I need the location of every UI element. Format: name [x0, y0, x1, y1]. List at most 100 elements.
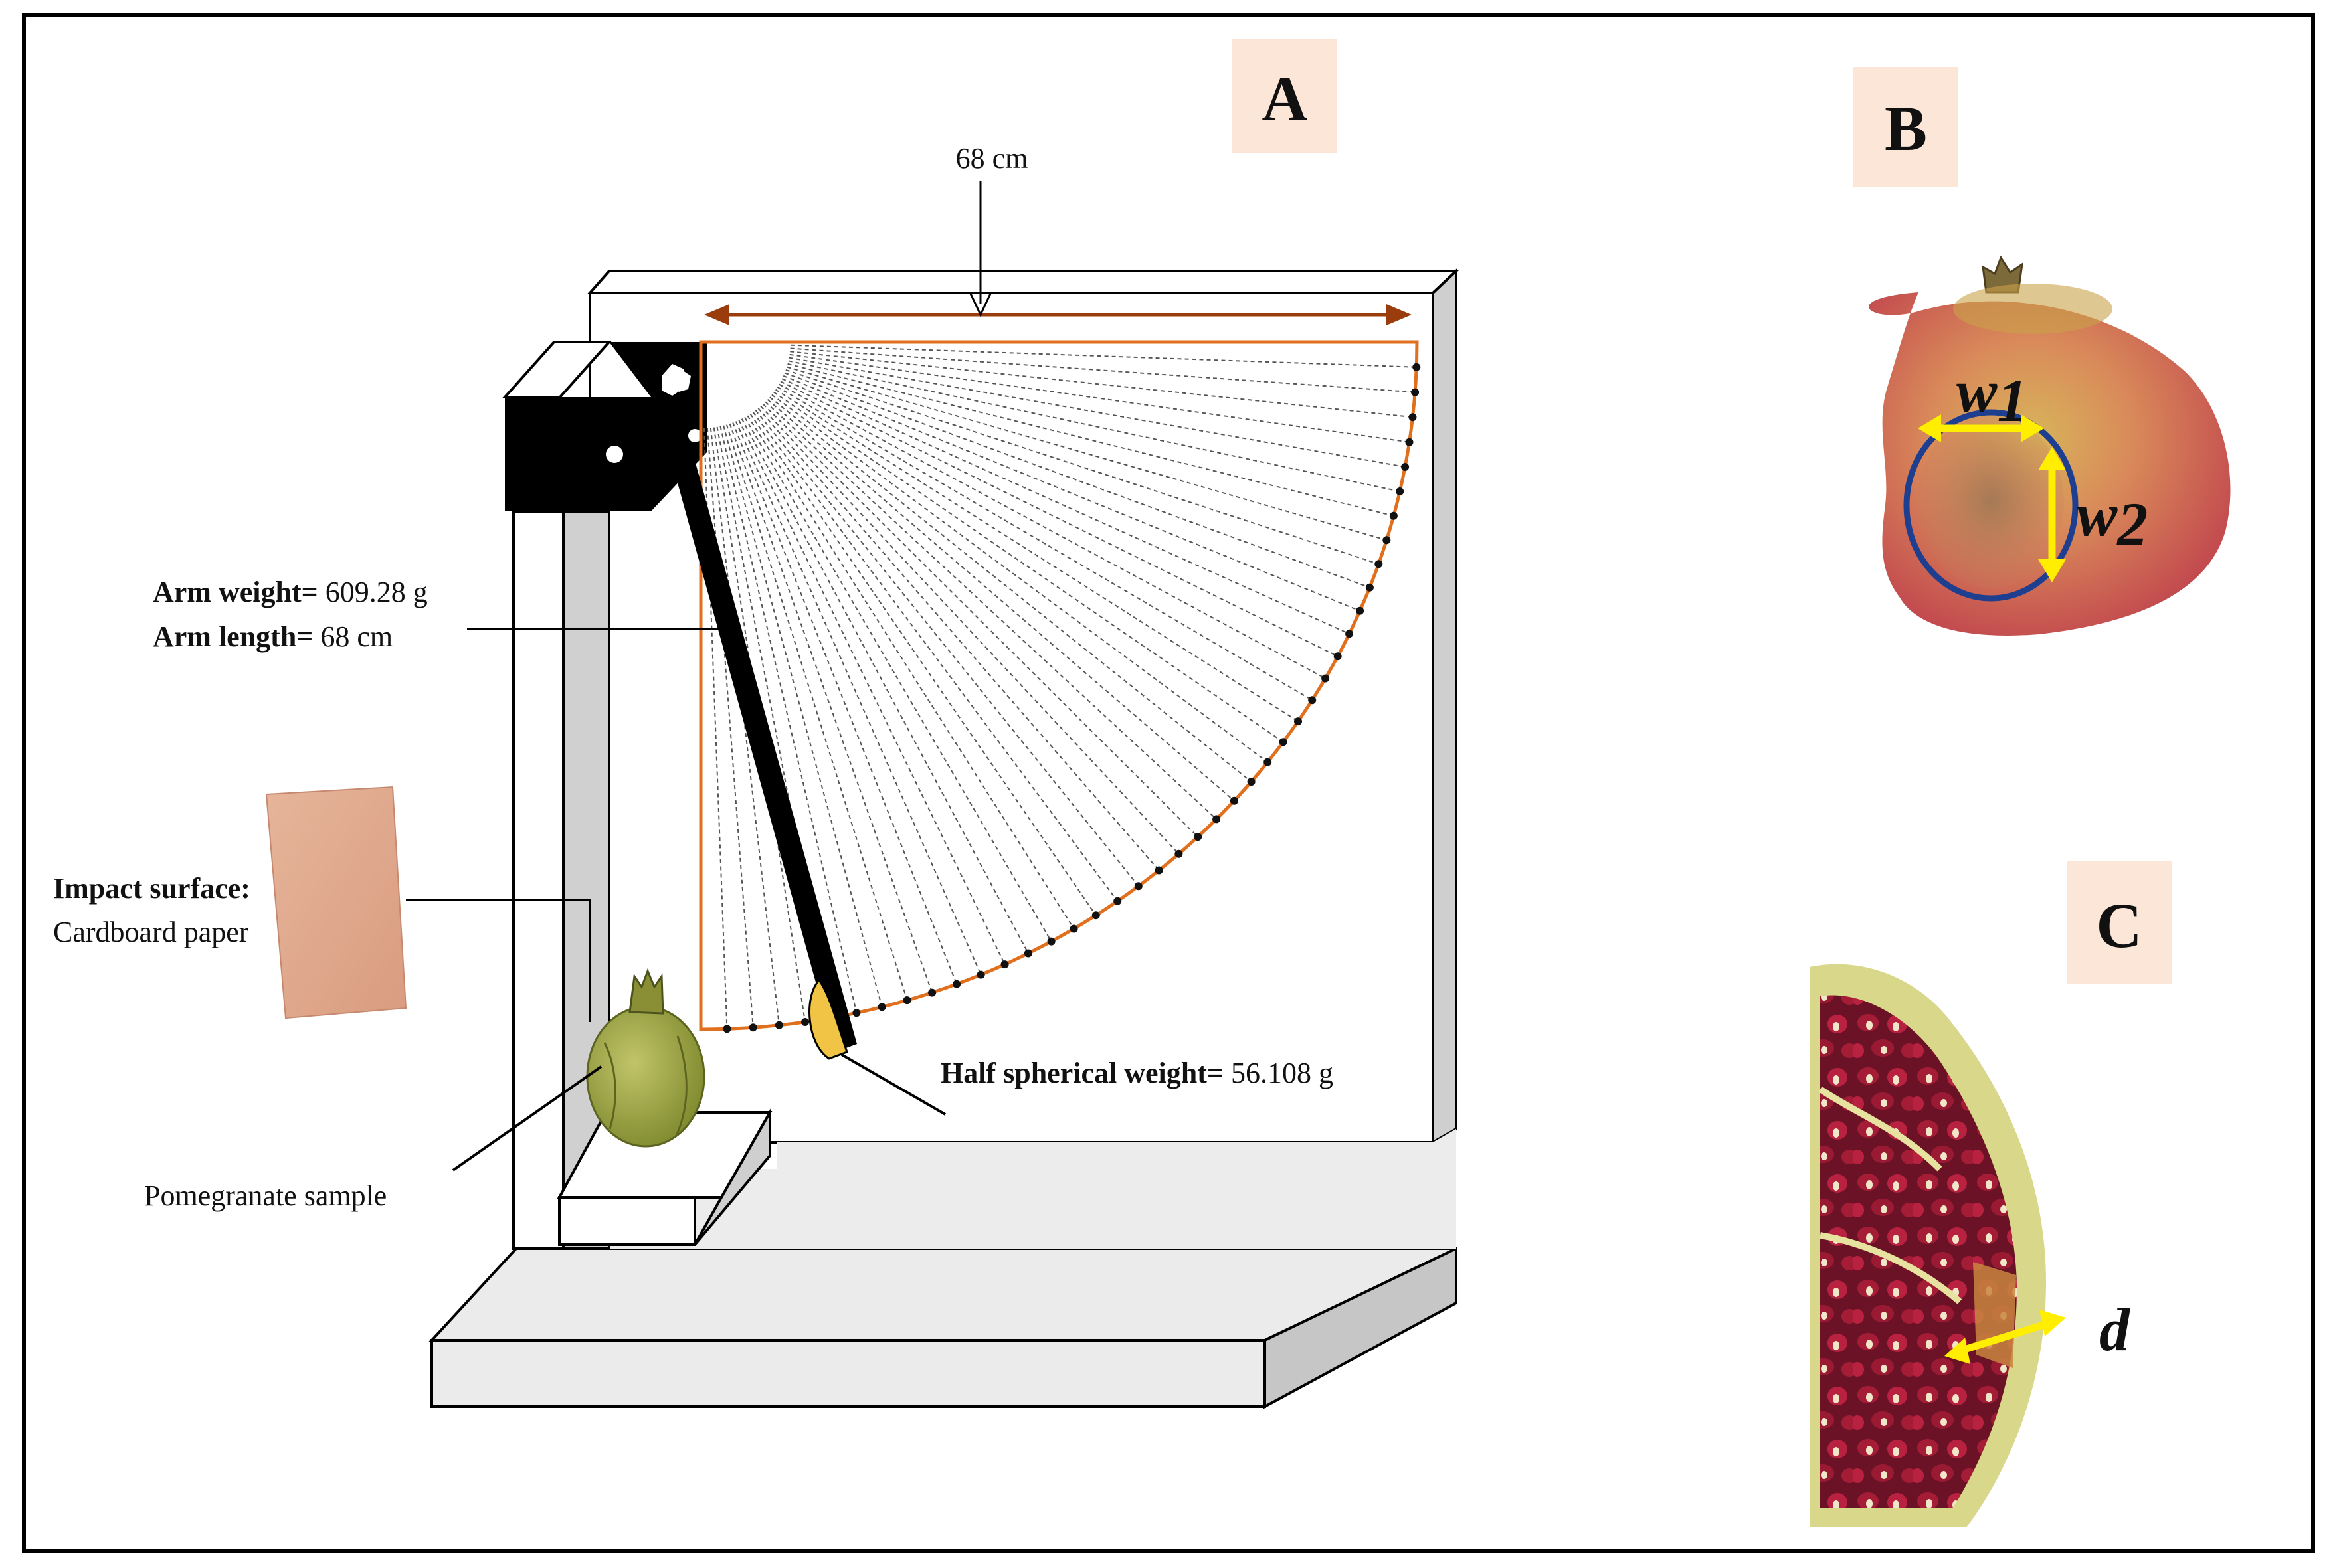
arc-ray — [788, 360, 1400, 492]
arc-ray — [775, 389, 1299, 722]
arc-tick-dot — [1294, 717, 1302, 726]
arc-tick-dot — [1333, 652, 1342, 661]
arc-tick-dot — [1356, 606, 1364, 615]
arc-ray — [747, 415, 1075, 930]
w1-measure-arrow — [1918, 414, 2044, 442]
arc-tick-dot — [1194, 833, 1202, 841]
arc-ray — [790, 351, 1413, 418]
panel-c-letter: C — [2096, 890, 2142, 961]
arc-tick-dot — [1365, 583, 1374, 592]
half-spherical-weight-label: Half spherical weight= 56.108 g — [941, 1057, 1333, 1089]
arc-ray — [783, 375, 1360, 612]
arc-ray — [709, 428, 780, 1025]
arc-tick-dot — [1374, 560, 1383, 568]
arc-tick-dot — [1155, 866, 1163, 875]
arc-ray — [735, 421, 982, 976]
pomegranate-sample — [586, 968, 705, 1148]
arc-tick-dot — [723, 1025, 731, 1033]
arc-tick-dot — [1382, 536, 1391, 545]
arc-outline — [699, 340, 1419, 1031]
panel-a-letter: A — [1262, 63, 1307, 134]
panel-b-letter: B — [1885, 93, 1927, 164]
bruise-lesion — [1918, 415, 2064, 588]
arc-ray — [773, 391, 1284, 743]
arc-tick-dot — [749, 1023, 757, 1032]
arc-rays — [703, 344, 1417, 1029]
arc-tick-dot — [1212, 815, 1221, 824]
arc-ray — [789, 357, 1406, 468]
arm-length-label: Arm length= 68 cm — [153, 620, 393, 653]
w1-label: w1 — [1956, 357, 2027, 434]
w2-measure-arrow — [2038, 447, 2066, 582]
arm-weight-name: Arm weight= — [153, 576, 318, 608]
sample-leader-line — [452, 1065, 603, 1172]
half-spherical-value: 56.108 g — [1224, 1057, 1333, 1089]
arc-tick-dot — [801, 1018, 809, 1026]
half-spherical-name: Half spherical weight= — [941, 1057, 1224, 1089]
arc-tick-dot — [1113, 897, 1122, 905]
panel-c-letter-box — [2067, 861, 2172, 984]
cardboard-swatch — [265, 786, 407, 1019]
half-sphere-leader-line — [841, 1053, 946, 1116]
arc-tick-dot — [1405, 438, 1414, 446]
span-dimension: 68 cm — [704, 142, 1412, 325]
arc-tick-dot — [953, 980, 961, 988]
arc-ray — [767, 399, 1235, 802]
panel-b-letter-box — [1853, 67, 1958, 187]
half-spherical-weight — [808, 978, 848, 1060]
arc-tick-dot — [878, 1003, 886, 1011]
arc-ray — [732, 422, 958, 985]
arc-tick-dot — [1247, 778, 1256, 786]
arc-tick-dot — [852, 1009, 861, 1017]
arc-ray — [781, 378, 1350, 635]
arc-ray — [787, 363, 1394, 517]
arc-ray — [723, 425, 883, 1007]
lesion-outline-ring — [1903, 409, 2079, 602]
arc-ray — [738, 420, 1006, 965]
arc-ray — [719, 426, 858, 1013]
arc-tick-dot — [1263, 758, 1272, 766]
panel-a-letter-box — [1232, 39, 1337, 153]
arm-weight-label: Arm weight= 609.28 g — [153, 576, 428, 608]
arc-tick-dot — [1174, 849, 1183, 858]
arc-tick-dot — [1024, 949, 1032, 958]
arc-tick-dot — [977, 970, 985, 979]
back-board — [587, 268, 1460, 1148]
cut-pomegranate-photo — [1810, 964, 2046, 1527]
impact-surface-name: Impact surface: — [53, 872, 250, 905]
arm-length-name: Arm length= — [153, 620, 313, 653]
arc-tick-dot — [1345, 630, 1354, 638]
d-label: d — [2099, 1296, 2131, 1363]
arc-tick-dot — [1321, 674, 1330, 683]
arc-ray — [771, 394, 1268, 763]
arc-tick-dot — [1000, 960, 1009, 969]
w2-base: w — [2077, 481, 2118, 549]
pomegranate-sample-label: Pomegranate sample — [144, 1179, 387, 1212]
panel-a: A — [53, 39, 1460, 1409]
arc-tick-dot — [1411, 388, 1420, 396]
arc-tick-dot — [903, 996, 911, 1005]
panel-b: B w1 w2 — [1853, 67, 2231, 636]
arc-ray — [749, 413, 1097, 916]
arc-ray — [790, 344, 1417, 368]
arc-tick-dot — [1047, 937, 1056, 946]
arc-tick-dot — [1396, 487, 1404, 495]
panel-c: C d — [1810, 861, 2172, 1527]
arc-ray — [787, 366, 1387, 541]
arc-ray — [785, 369, 1379, 565]
impact-leader-line — [406, 899, 591, 1022]
w2-label: w2 — [2077, 481, 2148, 558]
arc-tick-dot — [1134, 882, 1143, 891]
arc-ray — [790, 347, 1416, 393]
d-measure-arrow — [1944, 1310, 2066, 1364]
arc-tick-dot — [1389, 511, 1398, 520]
arc-ray — [780, 381, 1339, 657]
w2-sub: 2 — [2116, 490, 2148, 558]
arc-tick-dot — [1070, 924, 1078, 933]
arc-tick-dot — [1401, 463, 1410, 471]
arc-tick-dot — [928, 988, 937, 997]
arc-ray — [706, 428, 754, 1028]
w1-sub: 1 — [1997, 367, 2027, 434]
arc-ray — [789, 353, 1410, 443]
